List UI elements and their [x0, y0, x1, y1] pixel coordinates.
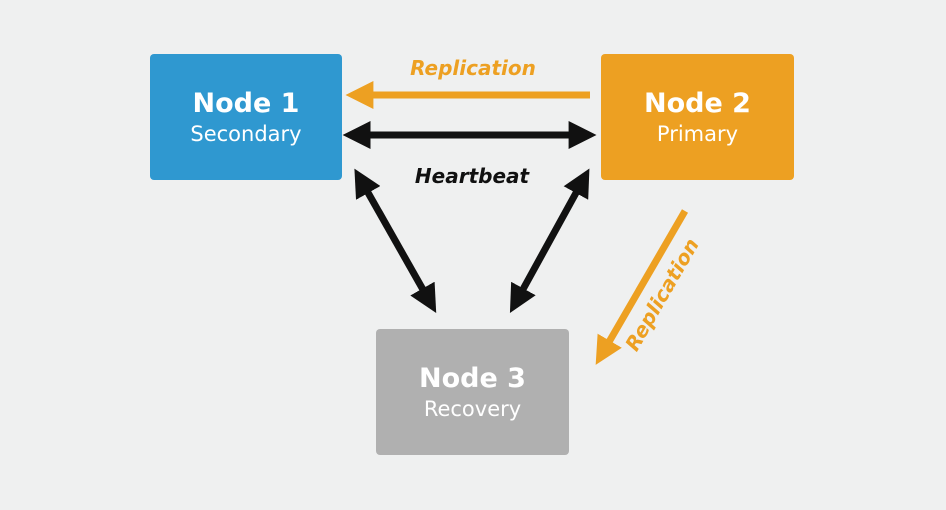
node2-node3-arrow [509, 168, 590, 314]
replication-label-top: Replication [410, 56, 536, 80]
node1-node3-arrow [354, 168, 437, 313]
replication-arrow-diagonal [595, 209, 689, 365]
node-2-box: Node 2 Primary [601, 54, 794, 180]
node-3-role: Recovery [423, 397, 522, 421]
node-3-box: Node 3 Recovery [376, 329, 569, 455]
node-2-title: Node 2 [644, 88, 751, 119]
node-1-box: Node 1 Secondary [150, 54, 342, 180]
node-1-title: Node 1 [192, 88, 300, 119]
heartbeat-label: Heartbeat [415, 164, 531, 188]
node-1-role: Secondary [190, 122, 302, 146]
node-3-title: Node 3 [419, 363, 526, 394]
node-2-role: Primary [656, 122, 739, 146]
